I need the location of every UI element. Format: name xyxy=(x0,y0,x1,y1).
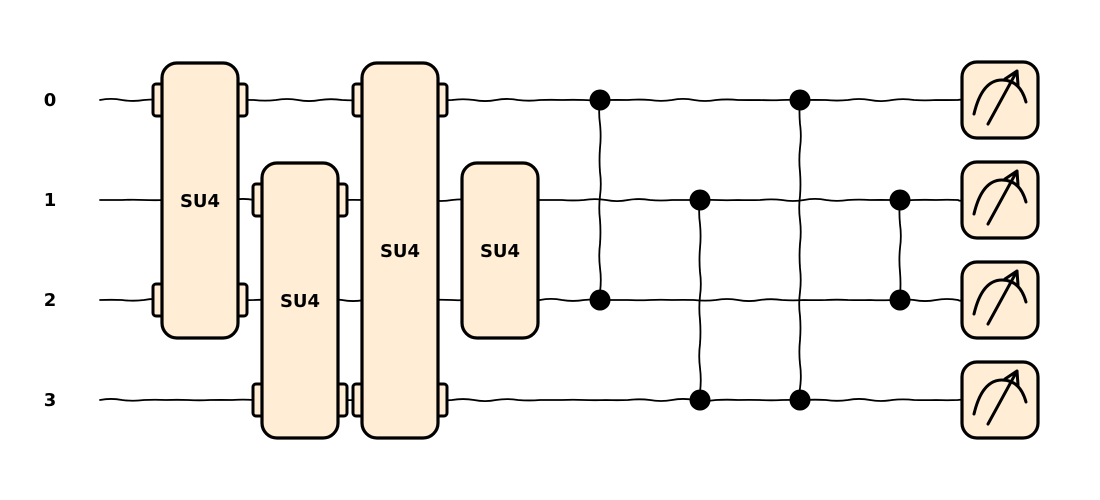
wire-label-2: 2 xyxy=(44,290,57,311)
su4-gate-body xyxy=(160,61,240,340)
su4-gate: SU4 xyxy=(151,61,249,340)
cz-gate xyxy=(889,189,911,311)
su4-gate: SU4 xyxy=(460,161,540,340)
cz-connector xyxy=(598,99,602,301)
control-dot xyxy=(589,89,611,111)
su4-gate-body xyxy=(360,61,440,440)
cz-gate xyxy=(789,89,811,411)
su4-gate-body xyxy=(260,161,340,440)
measurement-layer xyxy=(960,60,1040,440)
meter-needle xyxy=(986,69,1020,126)
control-dot xyxy=(589,289,611,311)
qubit-wire-1 xyxy=(99,198,963,202)
meter-arc xyxy=(972,378,1028,416)
control-dot xyxy=(689,189,711,211)
cz-gate xyxy=(589,89,611,311)
cz-connector xyxy=(798,99,802,401)
meter-needle xyxy=(986,169,1020,226)
controlled-z-layer xyxy=(589,89,911,411)
su4-gate-body xyxy=(460,161,540,340)
wire-label-3: 3 xyxy=(44,390,57,411)
qubit-wire-3 xyxy=(99,398,963,402)
cz-connector xyxy=(898,199,902,301)
cz-gate xyxy=(689,189,711,411)
su4-gate-label: SU4 xyxy=(180,191,220,212)
su4-gate-label: SU4 xyxy=(280,291,320,312)
measurement-icon xyxy=(960,160,1040,240)
control-dot xyxy=(789,89,811,111)
su4-gate: SU4 xyxy=(251,161,349,440)
cz-connector xyxy=(698,199,702,401)
meter-needle xyxy=(986,369,1020,426)
su4-gate-label: SU4 xyxy=(480,241,520,262)
su4-gate: SU4 xyxy=(351,61,449,440)
measurement-icon xyxy=(960,360,1040,440)
control-dot xyxy=(789,389,811,411)
control-dot xyxy=(889,189,911,211)
measurement-icon xyxy=(960,260,1040,340)
wire-label-1: 1 xyxy=(44,190,57,211)
wire-label-0: 0 xyxy=(44,90,57,111)
meter-arc xyxy=(972,178,1028,216)
meter-arc xyxy=(972,78,1028,116)
wire-labels: 0 1 2 3 xyxy=(44,90,57,411)
su4-gate-label: SU4 xyxy=(380,241,420,262)
control-dot xyxy=(689,389,711,411)
meter-arc xyxy=(972,278,1028,316)
measurement-icon xyxy=(960,60,1040,140)
meter-needle xyxy=(986,269,1020,326)
control-dot xyxy=(889,289,911,311)
